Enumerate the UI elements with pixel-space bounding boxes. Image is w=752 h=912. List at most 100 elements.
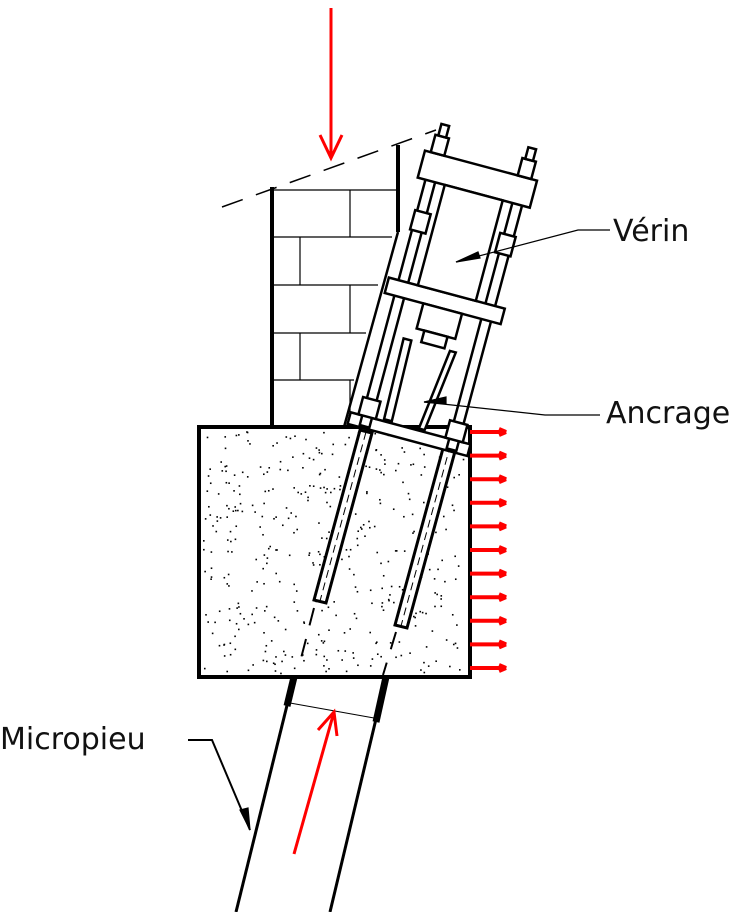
- concrete-dot: [274, 670, 277, 672]
- concrete-dot: [394, 550, 397, 552]
- concrete-dot: [335, 614, 337, 617]
- concrete-dot: [243, 618, 245, 620]
- concrete-dot: [368, 520, 370, 523]
- concrete-dot: [390, 585, 393, 588]
- concrete-dot: [221, 470, 224, 472]
- concrete-dot: [462, 458, 465, 461]
- concrete-dot: [302, 452, 305, 455]
- concrete-dot: [304, 491, 307, 494]
- concrete-dot: [315, 649, 318, 651]
- concrete-dot: [239, 502, 242, 505]
- concrete-dot: [262, 533, 264, 536]
- concrete-dot: [375, 642, 377, 645]
- concrete-dot: [232, 510, 235, 513]
- concrete-dot: [382, 574, 385, 577]
- concrete-dot: [420, 669, 422, 671]
- concrete-dot: [254, 511, 256, 513]
- concrete-dot: [312, 458, 315, 461]
- concrete-dot: [387, 598, 390, 601]
- concrete-dot: [235, 434, 238, 437]
- concrete-dot: [392, 508, 395, 511]
- concrete-dot: [278, 580, 281, 583]
- concrete-dot: [353, 573, 355, 576]
- reaction-arrow: [470, 592, 507, 603]
- concrete-dot: [379, 498, 381, 501]
- concrete-dot: [262, 473, 265, 476]
- concrete-dot: [349, 548, 352, 551]
- concrete-dot: [234, 635, 236, 638]
- reaction-arrow: [470, 521, 507, 532]
- concrete-dot: [456, 647, 459, 649]
- concrete-dot: [454, 578, 457, 581]
- concrete-dot: [319, 553, 321, 556]
- concrete-dot: [375, 448, 378, 451]
- concrete-dot: [265, 605, 268, 608]
- concrete-dot: [266, 471, 269, 473]
- concrete-dot: [344, 650, 347, 652]
- concrete-dot: [315, 447, 318, 449]
- concrete-dot: [214, 621, 216, 624]
- concrete-dot: [289, 437, 292, 440]
- concrete-dot: [300, 493, 303, 495]
- concrete-dot: [312, 485, 315, 488]
- concrete-dot: [241, 510, 244, 513]
- concrete-dot: [420, 474, 423, 476]
- concrete-dot: [209, 514, 212, 516]
- concrete-dot: [203, 540, 205, 542]
- concrete-dot: [397, 462, 400, 465]
- micropile: [234, 676, 390, 912]
- concrete-dot: [279, 468, 282, 471]
- concrete-dot: [226, 583, 229, 585]
- concrete-dot: [216, 516, 218, 518]
- concrete-dot: [380, 454, 382, 456]
- concrete-dot: [305, 438, 307, 441]
- concrete-dot: [236, 607, 238, 609]
- concrete-dot: [400, 654, 403, 657]
- concrete-dot: [319, 472, 322, 475]
- concrete-dot: [395, 550, 398, 552]
- concrete-dot: [252, 664, 254, 666]
- concrete-dot: [345, 670, 348, 673]
- concrete-dot: [251, 613, 253, 616]
- concrete-dot: [348, 568, 351, 570]
- concrete-dot: [435, 660, 437, 663]
- concrete-dot: [413, 615, 415, 618]
- concrete-dot: [362, 523, 365, 526]
- concrete-dot: [440, 605, 443, 608]
- concrete-dot: [227, 550, 229, 553]
- concrete-dot: [327, 606, 330, 609]
- concrete-dot: [368, 466, 371, 469]
- concrete-dot: [276, 442, 278, 444]
- concrete-dot: [449, 665, 451, 668]
- concrete-dot: [203, 667, 206, 670]
- concrete-dot: [218, 610, 221, 613]
- concrete-dot: [294, 435, 296, 438]
- concrete-dot: [337, 649, 340, 652]
- brick-wall: [270, 145, 400, 428]
- concrete-dot: [264, 610, 266, 612]
- concrete-dot: [266, 562, 268, 565]
- concrete-dot: [226, 670, 229, 673]
- concrete-dot: [318, 473, 321, 476]
- concrete-dot: [389, 594, 391, 596]
- concrete-dot: [434, 605, 436, 608]
- concrete-dot: [324, 491, 327, 494]
- concrete-dot: [253, 621, 256, 624]
- concrete-dot: [320, 452, 323, 455]
- concrete-dot: [268, 467, 271, 469]
- concrete-dot: [325, 670, 327, 673]
- concrete-dot: [369, 589, 372, 592]
- concrete-dot: [229, 642, 232, 645]
- concrete-dot: [412, 532, 414, 534]
- concrete-dot: [204, 518, 207, 520]
- concrete-dot: [247, 440, 249, 442]
- concrete-dot: [330, 491, 332, 494]
- reaction-arrow: [470, 474, 507, 485]
- concrete-dot: [433, 578, 436, 580]
- concrete-dot: [326, 659, 328, 661]
- concrete-dot: [412, 463, 415, 466]
- concrete-dot: [355, 617, 358, 620]
- concrete-dot: [285, 507, 288, 509]
- concrete-dot: [414, 616, 416, 619]
